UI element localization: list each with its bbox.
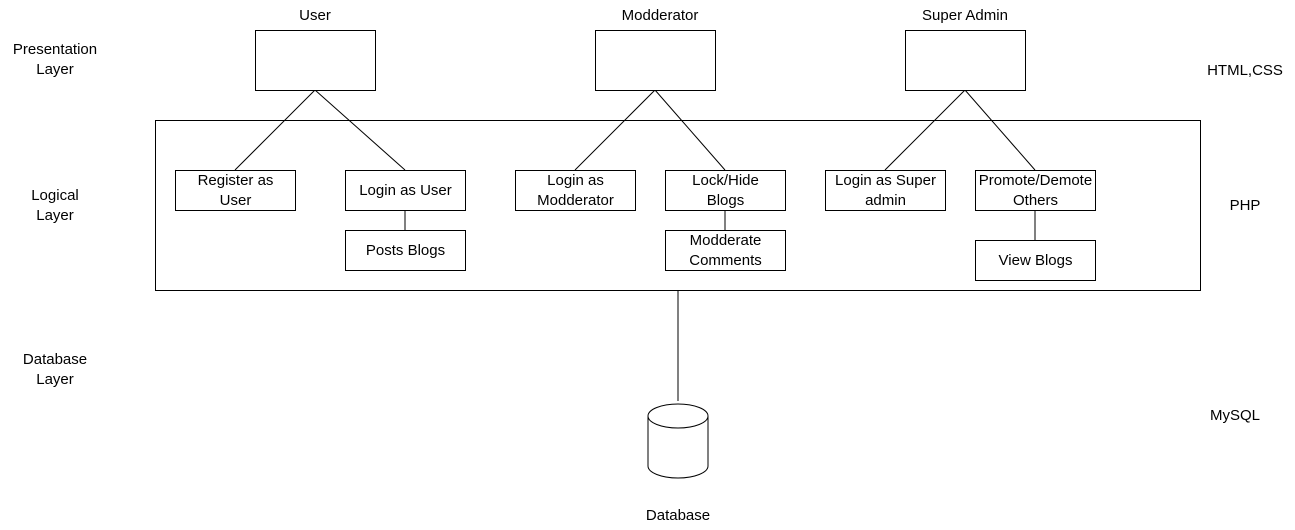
connector-admin-login xyxy=(884,89,966,171)
tech-label-logical: PHP xyxy=(1229,197,1261,214)
tech-label-database: MySQL xyxy=(1209,407,1260,424)
action-register-user: Register as User xyxy=(175,170,296,211)
action-posts-blogs: Posts Blogs xyxy=(345,230,466,271)
role-box-user xyxy=(255,30,376,91)
role-box-moderator xyxy=(595,30,716,91)
action-promote-demote: Promote/Demote Others xyxy=(975,170,1096,211)
action-login-super-admin: Login as Super admin xyxy=(825,170,946,211)
layer-label-presentation: Presentation Layer xyxy=(12,41,98,78)
connector-user-register xyxy=(234,89,316,171)
action-view-blogs: View Blogs xyxy=(975,240,1096,281)
tech-label-presentation: HTML,CSS xyxy=(1207,62,1283,79)
role-label-super-admin: Super Admin xyxy=(922,7,1008,24)
role-label-user: User xyxy=(299,7,331,24)
database-cylinder-icon xyxy=(647,403,709,479)
action-login-moderator: Login as Modderator xyxy=(515,170,636,211)
connector-mod-login xyxy=(574,89,656,171)
connector-admin-promote xyxy=(964,89,1036,171)
connector-user-login xyxy=(314,89,406,171)
logical-layer-container xyxy=(155,120,1201,291)
action-moderate-comments: Modderate Comments xyxy=(665,230,786,271)
database-label: Database xyxy=(645,507,711,524)
role-label-moderator: Modderator xyxy=(621,7,699,24)
connector-mod-lock xyxy=(654,89,726,171)
action-lock-hide-blogs: Lock/Hide Blogs xyxy=(665,170,786,211)
layer-label-database: Database Layer xyxy=(22,351,88,388)
action-login-user: Login as User xyxy=(345,170,466,211)
layer-label-logical: Logical Layer xyxy=(31,187,79,224)
role-box-super-admin xyxy=(905,30,1026,91)
